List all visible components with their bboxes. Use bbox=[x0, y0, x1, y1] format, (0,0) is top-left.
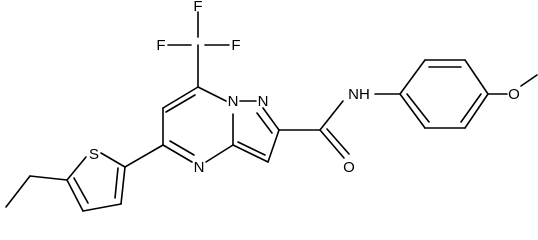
atom-label-o-carbonyl: O bbox=[343, 159, 355, 176]
atom-label-f2: F bbox=[156, 37, 165, 54]
bond-ar6 bbox=[399, 93, 426, 129]
bond-n-bridge-c7 bbox=[197, 86, 227, 102]
bond-c5-n4-double bbox=[169, 140, 195, 156]
bond-th-c2-c3 bbox=[120, 166, 126, 205]
molecule-diagram: F F F N N N S NH O O bbox=[5, 0, 538, 212]
trifluoromethyl-group bbox=[167, 11, 230, 88]
bond-o-methyl bbox=[520, 74, 538, 87]
bond-th-ethyl-2 bbox=[5, 175, 31, 208]
bond-th-c5-s bbox=[66, 156, 87, 181]
carboxamide-group bbox=[278, 100, 350, 159]
atom-label-o-methoxy: O bbox=[508, 86, 520, 103]
bond-carbonyl-o bbox=[319, 129, 345, 159]
atom-label-f3: F bbox=[231, 37, 240, 54]
bond-th-c4-c5 bbox=[66, 179, 84, 212]
atom-label-nh: NH bbox=[348, 86, 370, 103]
bond-c7-c6-double bbox=[165, 94, 196, 113]
bond-n2-c2 bbox=[262, 107, 280, 131]
atom-label-f1: F bbox=[193, 0, 202, 15]
methoxyphenyl-group bbox=[374, 59, 538, 129]
atom-label-s-thiophene: S bbox=[89, 146, 99, 163]
bond-c5-thiophene bbox=[124, 144, 164, 168]
bond-n4-c3a bbox=[205, 144, 234, 163]
bond-th-c2-c3-double bbox=[114, 167, 119, 199]
bond-c3-c3a bbox=[232, 144, 269, 163]
bond-c3-c3a-double bbox=[237, 141, 266, 156]
bond-th-c4-c5-double bbox=[73, 177, 89, 204]
bond-ar3 bbox=[464, 59, 489, 95]
atom-label-n-pyrimidine: N bbox=[194, 159, 205, 176]
bond-carbonyl-o-double bbox=[326, 128, 350, 155]
bond-carbonyl-nh bbox=[319, 100, 344, 131]
bond-ar6-double bbox=[406, 93, 430, 123]
atom-label-n-bridge: N bbox=[228, 93, 239, 110]
atom-label-n-pyrazole: N bbox=[258, 93, 269, 110]
pyrazole-ring bbox=[232, 100, 280, 163]
bond-th-c2-s bbox=[100, 152, 126, 168]
bond-th-ethyl-1 bbox=[29, 175, 68, 181]
bond-ar1 bbox=[399, 59, 426, 95]
ethylthiophene-group bbox=[5, 144, 164, 212]
bond-th-c3-c4 bbox=[82, 203, 122, 212]
bond-c5-n4 bbox=[162, 144, 193, 163]
bond-ar4-double bbox=[460, 93, 482, 123]
bond-c7-c6 bbox=[162, 86, 199, 109]
structure-svg: F F F N N N S NH O O bbox=[5, 0, 538, 212]
bond-n2-c2-double bbox=[256, 112, 273, 134]
bond-ar4 bbox=[464, 93, 489, 129]
bond-c2-c3 bbox=[267, 129, 280, 163]
pyrimidine-ring bbox=[162, 86, 234, 163]
